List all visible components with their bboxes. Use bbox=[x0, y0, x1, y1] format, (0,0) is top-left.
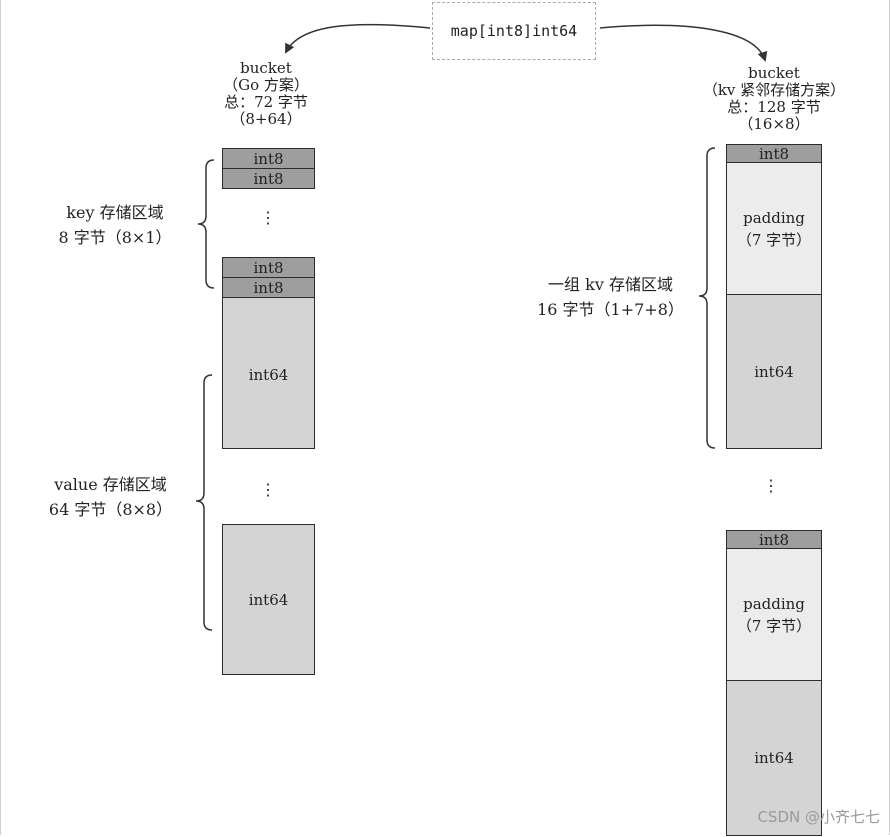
value-region-label: value 存储区域 64 字节（8×8） bbox=[28, 472, 193, 522]
map-type-node: map[int8]int64 bbox=[432, 2, 596, 60]
right-bucket-title: bucket bbox=[748, 64, 800, 82]
left-key-cell: int8 bbox=[222, 277, 315, 298]
right-bucket-caption: bucket （kv 紧邻存储方案） 总：128 字节 （16×8） bbox=[684, 65, 864, 133]
left-value-ellipsis: ⋮ bbox=[260, 480, 276, 499]
right-bucket-formula: （16×8） bbox=[738, 115, 810, 133]
right-bucket-subtitle: （kv 紧邻存储方案） bbox=[702, 81, 846, 99]
brace-value bbox=[195, 374, 213, 631]
brace-key bbox=[197, 159, 215, 289]
right-value-cell: int64 bbox=[726, 294, 822, 449]
kv-group-size: 16 字节（1+7+8） bbox=[537, 300, 684, 319]
watermark: CSDN @小齐七七 bbox=[757, 808, 880, 826]
right-padding-cell: padding （7 字节） bbox=[726, 162, 822, 296]
left-bucket-total: 总：72 字节 bbox=[224, 93, 308, 111]
left-bucket-formula: （8+64） bbox=[230, 110, 302, 128]
key-region-label: key 存储区域 8 字节（8×1） bbox=[40, 200, 190, 250]
right-key-cell: int8 bbox=[726, 144, 822, 164]
left-value-cell: int64 bbox=[222, 297, 315, 449]
right-key-cell: int8 bbox=[726, 530, 822, 550]
padding-size: （7 字节） bbox=[736, 617, 812, 635]
left-bucket-subtitle: （Go 方案） bbox=[223, 76, 309, 94]
left-key-cell: int8 bbox=[222, 168, 315, 189]
left-key-cell: int8 bbox=[222, 148, 315, 169]
key-region-size: 8 字节（8×1） bbox=[58, 228, 172, 247]
padding-size: （7 字节） bbox=[736, 231, 812, 249]
left-key-cell: int8 bbox=[222, 257, 315, 278]
brace-kv-group bbox=[698, 147, 716, 449]
right-value-cell: int64 bbox=[726, 680, 822, 836]
left-bucket-title: bucket bbox=[240, 59, 292, 77]
padding-label: padding bbox=[743, 595, 805, 613]
left-bucket-caption: bucket （Go 方案） 总：72 字节 （8+64） bbox=[196, 60, 336, 128]
left-key-ellipsis: ⋮ bbox=[260, 208, 276, 227]
arrow-right bbox=[599, 24, 768, 62]
right-ellipsis: ⋮ bbox=[763, 476, 779, 495]
map-type-label: map[int8]int64 bbox=[450, 22, 578, 40]
value-region-name: value 存储区域 bbox=[54, 475, 167, 494]
left-value-cell: int64 bbox=[222, 524, 315, 675]
kv-group-name: 一组 kv 存储区域 bbox=[548, 275, 673, 294]
padding-label: padding bbox=[743, 209, 805, 227]
value-region-size: 64 字节（8×8） bbox=[48, 500, 173, 519]
right-bucket-total: 总：128 字节 bbox=[727, 98, 821, 116]
key-region-name: key 存储区域 bbox=[66, 203, 164, 222]
kv-group-region-label: 一组 kv 存储区域 16 字节（1+7+8） bbox=[528, 272, 693, 322]
right-padding-cell: padding （7 字节） bbox=[726, 548, 822, 682]
arrow-left bbox=[285, 23, 431, 54]
